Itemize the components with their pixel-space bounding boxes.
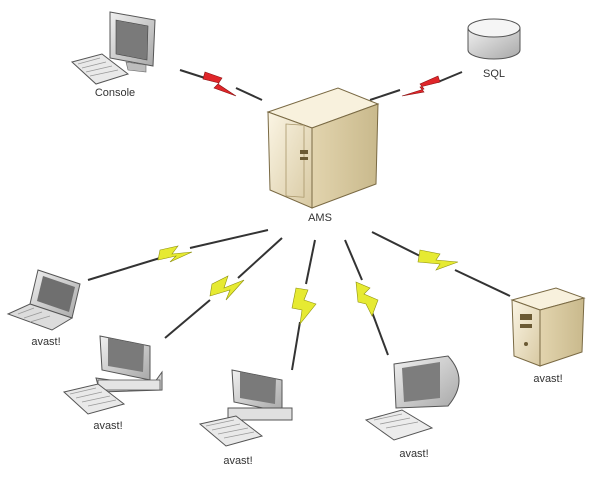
imac-computer-icon (364, 355, 460, 441)
connection-sql-ams (369, 71, 463, 101)
imac-label: avast! (399, 448, 429, 460)
console-label: Console (94, 87, 136, 99)
connection-pc2-ams (291, 239, 317, 371)
connection-pc1-ams (164, 237, 283, 339)
ams-label: AMS (308, 212, 332, 224)
ams-server-icon (266, 87, 380, 209)
avast-server-icon (510, 287, 586, 367)
connection-imac-ams (344, 239, 389, 356)
desktop-pc-2-icon (198, 369, 293, 447)
sql-database-icon (467, 18, 521, 60)
connection-server-ams (371, 231, 511, 297)
pc-2-label: avast! (223, 455, 253, 467)
connection-console-ams (179, 69, 263, 101)
connection-laptop-ams (87, 229, 269, 281)
desktop-pc-1-icon (62, 335, 163, 415)
laptop-label: avast! (31, 336, 61, 348)
sql-label: SQL (482, 68, 506, 80)
pc-1-label: avast! (93, 420, 123, 432)
console-computer-icon (70, 11, 156, 85)
server-label: avast! (533, 373, 563, 385)
laptop-icon (6, 269, 81, 331)
